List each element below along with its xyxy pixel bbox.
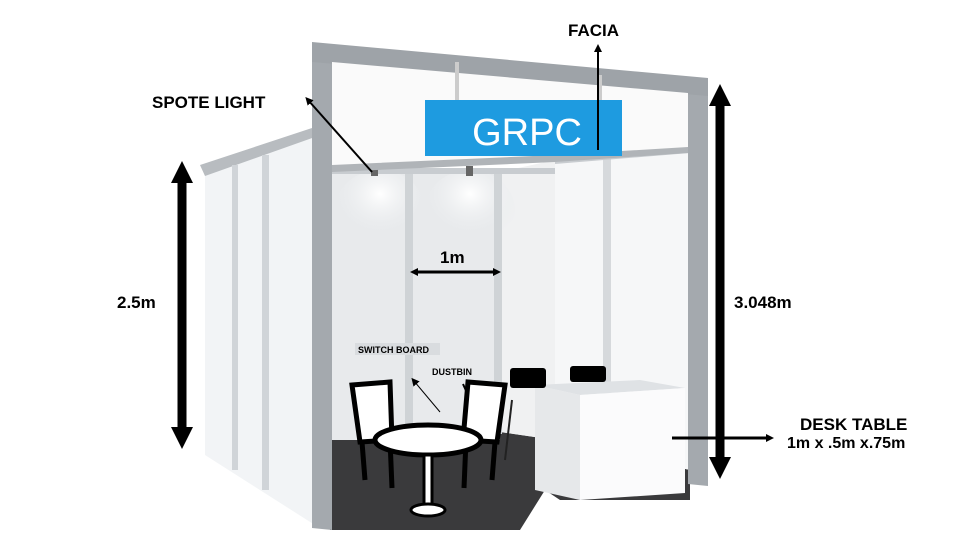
facia-label: FACIA [568, 21, 619, 40]
facia-sign [425, 100, 622, 156]
spot-light-glow [425, 170, 515, 250]
desk-table-label: DESK TABLE [800, 415, 907, 434]
frame-height-label: 3.048m [734, 293, 792, 312]
wall-top-rail [330, 168, 555, 174]
spot-light-label: SPOTE LIGHT [152, 93, 266, 112]
frame-left-post [312, 45, 332, 530]
desk-dimensions-label: 1m x .5m x.75m [787, 435, 905, 452]
switch-board-label: SWITCH BOARD [358, 345, 429, 355]
chair [504, 366, 606, 461]
dustbin-arrow [462, 383, 469, 396]
left-wall-top-rail [200, 127, 315, 176]
round-table [372, 422, 484, 518]
wall-post [262, 155, 269, 490]
wall-post [603, 155, 611, 455]
spot-light-icon [371, 166, 378, 176]
sign-hanger [598, 75, 602, 105]
wall-height-label: 2.5m [117, 293, 156, 312]
left-side-wall [205, 130, 318, 527]
wall-post [405, 172, 413, 437]
wall-post [232, 165, 238, 470]
spot-light-glow [335, 170, 425, 250]
spot-light-arrow [305, 97, 373, 173]
frame-right-post [688, 78, 708, 486]
switch-board-arrow [411, 377, 441, 413]
sign-hanger [455, 62, 459, 102]
spot-light-icon [466, 166, 473, 176]
dustbin-label: DUSTBIN [432, 367, 472, 377]
frame-top-beam [312, 42, 708, 96]
switch-board-label-background [355, 343, 440, 355]
sign-text: GRPC [472, 112, 582, 154]
desk-table [535, 380, 685, 500]
panel-width-label: 1m [440, 248, 465, 267]
wall-post [494, 172, 502, 434]
